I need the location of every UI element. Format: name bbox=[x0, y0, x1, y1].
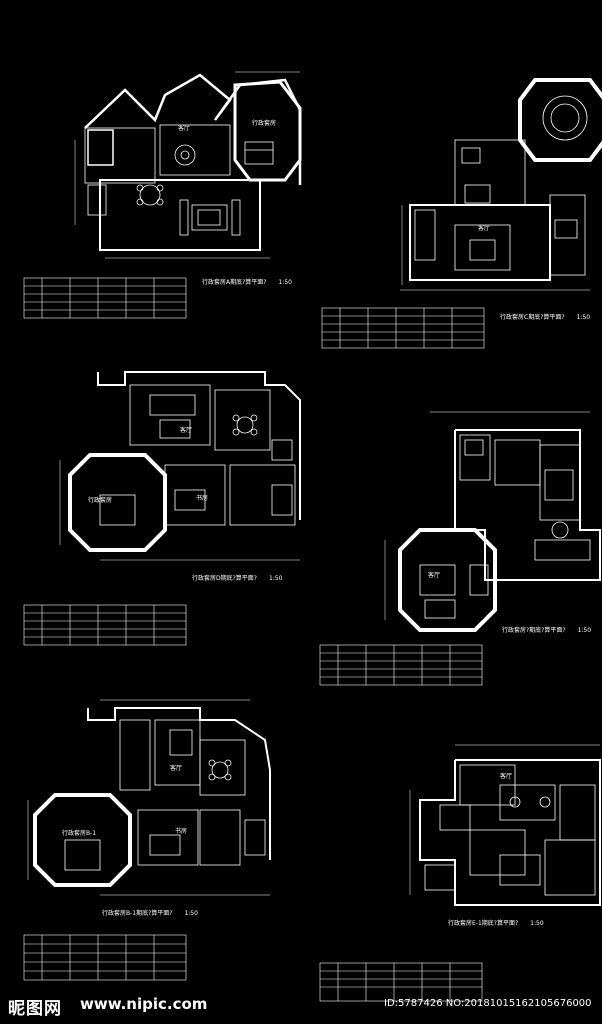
sheet-caption-d: 行政套房D期底?算平面? 1:50 bbox=[192, 573, 282, 582]
room-label-a-suite: 行政套房 bbox=[252, 119, 276, 127]
sheet-caption-a: 行政套房A期底?算平面? 1:50 bbox=[202, 277, 292, 286]
sheet-scale: 1:50 bbox=[184, 910, 198, 917]
sheet-title: 行政套房E-1期底?算平面? bbox=[448, 920, 519, 927]
watermark-url[interactable]: www.nipic.com bbox=[80, 995, 208, 1013]
watermark-id: ID:5787426 NO:20181015162105676000 bbox=[384, 998, 592, 1009]
room-label-f-living: 客厅 bbox=[500, 772, 512, 780]
sheet-title: 行政套房A期底?算平面? bbox=[202, 279, 267, 286]
room-label-e-living: 客厅 bbox=[170, 764, 182, 772]
floor-plan-e bbox=[27, 699, 271, 896]
floor-plan-d bbox=[59, 371, 301, 561]
spec-table-c bbox=[319, 644, 483, 686]
sheet-title: 行政套房B-1期底?算平面? bbox=[102, 910, 173, 917]
room-label-a-living: 客厅 bbox=[178, 124, 190, 132]
sheet-caption-e: 行政套房B-1期底?算平面? 1:50 bbox=[102, 908, 198, 917]
sheet-title: 行政套房C期底?算平面? bbox=[500, 314, 565, 321]
sheet-title: 行政套房?期底?算平面? bbox=[502, 627, 566, 634]
floor-plan-c bbox=[384, 411, 601, 632]
room-label-b-living: 客厅 bbox=[478, 224, 490, 232]
room-label-c-living: 客厅 bbox=[428, 571, 440, 579]
spec-table-a bbox=[23, 277, 187, 319]
spec-table-d bbox=[23, 604, 187, 646]
spec-table-b bbox=[321, 307, 485, 349]
sheet-scale: 1:50 bbox=[269, 575, 283, 582]
sheet-scale: 1:50 bbox=[576, 314, 591, 321]
watermark-logo: 昵图网 bbox=[8, 999, 62, 1019]
sheet-caption-c: 行政套房?期底?算平面? 1:50 bbox=[502, 625, 591, 634]
spec-table-e bbox=[23, 934, 187, 981]
floor-plan-f bbox=[409, 744, 601, 906]
sheet-caption-f: 行政套房E-1期底?算平面? 1:50 bbox=[448, 918, 544, 927]
room-label-e-suite: 行政套房B-1 bbox=[62, 829, 96, 837]
sheet-scale: 1:50 bbox=[577, 627, 592, 634]
sheet-scale: 1:50 bbox=[278, 279, 292, 286]
sheet-title: 行政套房D期底?算平面? bbox=[192, 575, 257, 582]
floor-plan-a bbox=[74, 71, 302, 259]
room-label-d-study: 书房 bbox=[196, 494, 208, 502]
room-label-e-study: 书房 bbox=[175, 827, 187, 835]
sheet-scale: 1:50 bbox=[530, 920, 544, 927]
floor-plan-b bbox=[400, 78, 602, 291]
room-label-d-living: 客厅 bbox=[180, 426, 192, 434]
sheet-caption-b: 行政套房C期底?算平面? 1:50 bbox=[500, 312, 590, 321]
room-label-d-suite: 行政套房 bbox=[88, 496, 112, 504]
spec-table-f bbox=[319, 962, 483, 1002]
